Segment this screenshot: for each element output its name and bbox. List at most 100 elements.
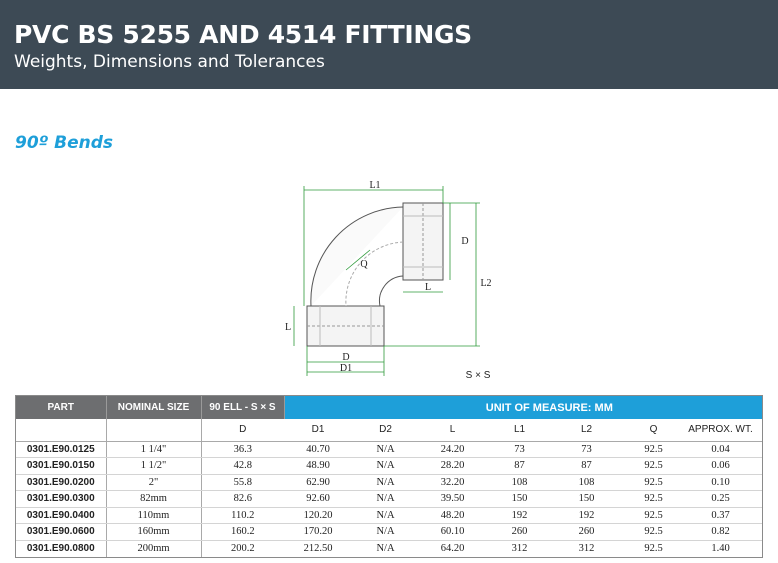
- cell-l1: 150: [486, 490, 553, 508]
- cell-approx-wt: 0.25: [687, 490, 754, 508]
- label-q: Q: [360, 259, 368, 270]
- cell-d2: N/A: [352, 457, 419, 475]
- column-header-l: L: [419, 419, 486, 442]
- cell-q: 92.5: [620, 523, 687, 541]
- cell-spacer: [754, 474, 762, 491]
- cell-nominal-size: 1 1/4": [106, 441, 202, 458]
- cell-l2: 192: [553, 507, 620, 524]
- cell-q: 92.5: [620, 441, 687, 458]
- cell-d2: N/A: [376, 543, 395, 554]
- cell-l1: 312: [511, 543, 528, 554]
- cell-d: 200.2: [230, 543, 255, 554]
- label-l-top: L: [425, 282, 431, 293]
- cell-approx-wt: 0.04: [687, 441, 754, 458]
- table-row: 0301.E90.0600 160mm 160.2 170.20 N/A 60.…: [16, 523, 762, 541]
- cell-nominal-size: 200mm: [106, 540, 202, 557]
- cell-q: 92.5: [620, 474, 687, 491]
- column-header-d2: D2: [352, 419, 419, 442]
- column-header-d1: D1: [284, 419, 352, 442]
- cell-d1: 170.20: [284, 523, 352, 541]
- label-d1: D1: [340, 363, 352, 374]
- cell-l: 60.10: [419, 523, 486, 541]
- column-header-d: D: [201, 419, 284, 442]
- column-header-blank: [106, 419, 202, 442]
- cell-d1: 120.20: [284, 507, 352, 524]
- cell-l: 32.20: [419, 474, 486, 491]
- cell-q: 92.5: [620, 490, 687, 508]
- cell-part: 0301.E90.0200: [16, 474, 107, 491]
- cell-nominal-size: 82mm: [106, 490, 202, 508]
- cell-d2: N/A: [352, 441, 419, 458]
- table-column-header-row: D D1 D2 L L1 L2 Q APPROX. WT.: [16, 419, 762, 442]
- column-header-approx-wt: APPROX. WT.: [687, 419, 754, 442]
- header-fitting-type: 90 ELL - S × S: [201, 396, 285, 419]
- header-nominal-size: NOMINAL SIZE: [106, 396, 202, 419]
- cell-part: 0301.E90.0150: [16, 457, 107, 475]
- cell-spacer: [754, 507, 762, 524]
- dimension-lines: [293, 186, 480, 376]
- cell-l1: 260: [486, 523, 553, 541]
- table-row: 0301.E90.0150 1 1/2" 42.8 48.90 N/A 28.2…: [16, 457, 762, 475]
- cell-spacer: [754, 457, 762, 475]
- cell-spacer: [754, 441, 762, 458]
- cell-part: 0301.E90.0125: [16, 441, 107, 458]
- cell-d1: 40.70: [284, 441, 352, 458]
- cell-nominal-size: 160mm: [106, 523, 202, 541]
- cell-d1: 212.50: [303, 543, 333, 554]
- column-header-q: Q: [620, 419, 687, 442]
- column-header-spacer: [754, 419, 762, 442]
- cell-d2: N/A: [352, 523, 419, 541]
- table-row: 0301.E90.0200 2" 55.8 62.90 N/A 32.20 10…: [16, 474, 762, 491]
- cell-d2: N/A: [352, 507, 419, 524]
- cell-part: 0301.E90.0300: [16, 490, 107, 508]
- cell-d1: 62.90: [284, 474, 352, 491]
- header-part: PART: [16, 396, 107, 419]
- cell-l2: 260: [553, 523, 620, 541]
- cell-l: 48.20: [419, 507, 486, 524]
- cell-spacer: [754, 540, 762, 557]
- cell-l2: 73: [553, 441, 620, 458]
- page-title: PVC BS 5255 AND 4514 FITTINGS: [14, 20, 472, 49]
- cell-d: 55.8: [201, 474, 284, 491]
- cell-d: 42.8: [201, 457, 284, 475]
- label-d-bottom: D: [342, 352, 349, 363]
- cell-d2: N/A: [352, 474, 419, 491]
- cell-l1: 192: [486, 507, 553, 524]
- cell-l: 24.20: [419, 441, 486, 458]
- cell-part: 0301.E90.0800: [16, 540, 107, 557]
- table-group-header-row: PART NOMINAL SIZE 90 ELL - S × S UNIT OF…: [16, 396, 762, 419]
- table-row: 0301.E90.0400 110mm 110.2 120.20 N/A 48.…: [16, 507, 762, 524]
- cell-l1: 87: [486, 457, 553, 475]
- cell-l: 39.50: [419, 490, 486, 508]
- bend-outline: [306, 202, 444, 347]
- cell-l2: 108: [553, 474, 620, 491]
- section-title: 90º Bends: [15, 133, 114, 153]
- cell-approx-wt: 0.10: [687, 474, 754, 491]
- cell-d: 82.6: [201, 490, 284, 508]
- table-row: 0301.E90.0300 82mm 82.6 92.60 N/A 39.50 …: [16, 490, 762, 508]
- label-l-left: L: [285, 322, 291, 333]
- cell-nominal-size: 1 1/2": [106, 457, 202, 475]
- cell-approx-wt: 0.82: [687, 523, 754, 541]
- cell-spacer: [754, 490, 762, 508]
- cell-q: 92.5: [620, 457, 687, 475]
- column-header-l1: L1: [486, 419, 553, 442]
- label-l1: L1: [369, 180, 380, 191]
- dimensions-table: PART NOMINAL SIZE 90 ELL - S × S UNIT OF…: [15, 395, 763, 558]
- page-header: PVC BS 5255 AND 4514 FITTINGS Weights, D…: [0, 0, 778, 89]
- cell-d: 160.2: [201, 523, 284, 541]
- label-d-top: D: [461, 236, 468, 247]
- header-unit-of-measure: UNIT OF MEASURE: MM: [284, 396, 762, 419]
- cell-l: 64.20: [440, 543, 465, 554]
- table-row: 0301.E90.0125 1 1/4" 36.3 40.70 N/A 24.2…: [16, 441, 762, 458]
- cell-nominal-size: 2": [106, 474, 202, 491]
- cell-spacer: [754, 523, 762, 541]
- cell-d: 36.3: [201, 441, 284, 458]
- label-l2: L2: [480, 278, 491, 289]
- cell-l1: 73: [486, 441, 553, 458]
- drawing-caption: S × S: [466, 370, 491, 381]
- cell-part: 0301.E90.0400: [16, 507, 107, 524]
- cell-d1: 92.60: [284, 490, 352, 508]
- cell-l2: 150: [553, 490, 620, 508]
- bend-technical-drawing: L1 D Q L L2 L D D1 S × S: [280, 176, 510, 386]
